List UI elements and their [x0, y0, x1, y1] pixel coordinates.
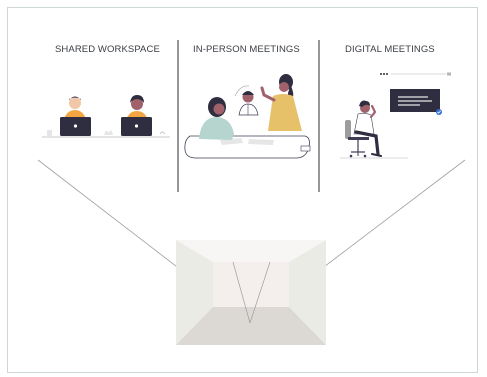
digital-illustration-icon — [340, 72, 451, 159]
workspace-illustration-icon — [42, 95, 170, 138]
in-person-meetings-heading: IN-PERSON MEETINGS — [193, 44, 300, 55]
digital-meetings-heading: DIGITAL MEETINGS — [345, 44, 435, 55]
empty-room-icon — [176, 240, 326, 345]
shared-workspace-heading: SHARED WORKSPACE — [55, 44, 160, 55]
meeting-illustration-icon — [184, 74, 311, 159]
